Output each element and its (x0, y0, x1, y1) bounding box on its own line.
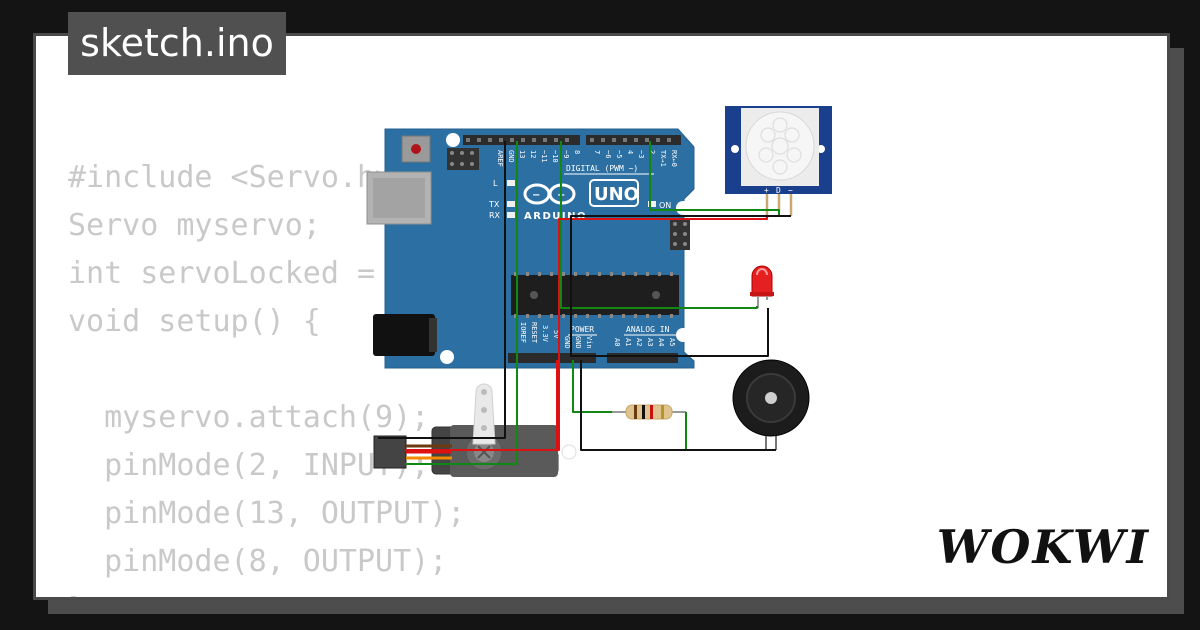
pin-label: 13 (518, 150, 526, 158)
code-line: pinMode(8, OUTPUT); (68, 544, 448, 579)
pin-label: AREF (496, 150, 504, 167)
mounting-hole (440, 350, 454, 364)
pin-label: A2 (635, 338, 643, 346)
rx-led (507, 212, 515, 218)
code-line: #include <Servo.h> (68, 160, 394, 195)
pin-label: 4 (626, 150, 634, 154)
pin-label: A4 (657, 338, 665, 346)
icsp-header (447, 148, 479, 170)
sketch-title-tab[interactable]: sketch.ino (68, 12, 286, 75)
pin-label: 2 (648, 150, 656, 154)
digital-pin-labels: AREF GND 13 12 ~11 ~10 ~9 8 7 ~6 ~5 4 ~3… (496, 150, 678, 167)
resistor[interactable] (612, 404, 686, 420)
red-led[interactable] (750, 265, 774, 308)
arduino-uno-board[interactable]: AREF GND 13 12 ~11 ~10 ~9 8 7 ~6 ~5 4 ~3… (366, 128, 695, 369)
servo-connector (373, 435, 407, 469)
svg-text:−: − (532, 190, 540, 201)
on-led (648, 201, 656, 207)
l-led-label: L (493, 179, 498, 188)
board-model: UNO (594, 184, 639, 205)
pin-label: GND (574, 336, 582, 349)
pin-label: TX→1 (659, 150, 667, 167)
pin-label: ~9 (562, 150, 570, 158)
icsp-header-right (670, 218, 690, 250)
pin-label: ~3 (637, 150, 645, 158)
pir-pin-gnd: − (788, 186, 793, 195)
board-brand: ARDUINO (524, 211, 587, 222)
code-line: myservo.attach(9); (68, 400, 430, 435)
servo-motor[interactable] (373, 383, 580, 477)
wokwi-logo: WOKWI (936, 520, 1150, 574)
mounting-hole (676, 201, 690, 215)
pin-label: 8 (573, 150, 581, 154)
code-line: void setup() { (68, 304, 321, 339)
power-label: POWER (570, 325, 594, 334)
pin-label: Vin (585, 336, 593, 349)
analog-in-label: ANALOG IN (626, 325, 670, 334)
rx-led-label: RX (489, 211, 501, 220)
code-line: pinMode(13, OUTPUT); (68, 496, 466, 531)
pin-label: RX←0 (670, 150, 678, 167)
pin-label: A5 (668, 338, 676, 346)
dc-power-jack (373, 314, 435, 356)
pin-label: IOREF (519, 322, 527, 343)
piezo-buzzer[interactable] (732, 359, 810, 450)
pin-label: 12 (529, 150, 537, 158)
on-led-label: ON (659, 201, 671, 210)
l-led (507, 180, 515, 186)
pin-label: ~10 (551, 150, 559, 163)
pin-label: RESET (530, 322, 538, 344)
mounting-hole (676, 328, 690, 342)
pin-label: GND (507, 150, 515, 163)
pir-motion-sensor[interactable]: + D − (725, 106, 832, 218)
pir-dome (745, 111, 815, 181)
analog-pin-labels: A0 A1 A2 A3 A4 A5 (613, 338, 676, 346)
servo-leads (406, 444, 452, 460)
analog-header (607, 353, 678, 363)
tx-led (507, 201, 515, 207)
code-line: } (68, 586, 465, 597)
digital-header-right (586, 135, 681, 145)
pin-label: ~5 (615, 150, 623, 158)
tx-led-label: TX (488, 200, 500, 209)
code-preview: #include <Servo.h>Servo myservo;int serv… (68, 154, 466, 597)
power-pin-labels: IOREF RESET 3.3V 5V GND GND Vin (519, 322, 593, 349)
pin-label: A0 (613, 338, 621, 346)
pin-label: 7 (593, 150, 601, 154)
mounting-hole (446, 133, 460, 147)
power-header (508, 353, 596, 363)
wires (378, 141, 791, 465)
pin-label: A3 (646, 338, 654, 346)
pin-label: GND (563, 336, 571, 349)
pin-label: ~11 (540, 150, 548, 163)
code-line: pinMode(2, INPUT); (68, 448, 430, 483)
digital-pwm-label: DIGITAL (PWM ~) (566, 164, 638, 173)
pin-label: 3.3V (541, 325, 549, 343)
pin-label: ~6 (604, 150, 612, 158)
pin-label: A1 (624, 338, 632, 346)
code-line: Servo myservo; (68, 208, 321, 243)
pin-label: 5V (552, 330, 560, 339)
pir-pin-vcc: + (764, 186, 769, 195)
pir-pin-data: D (776, 186, 781, 195)
